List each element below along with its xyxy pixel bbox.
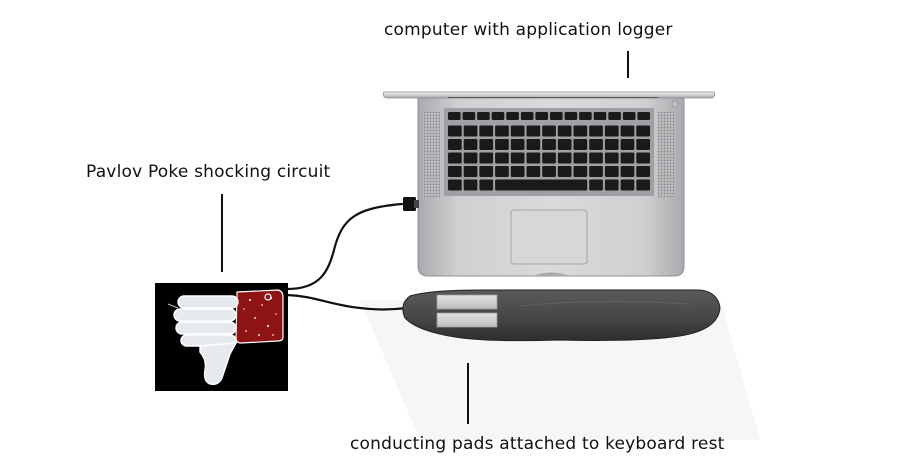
- keyboard-key: [557, 166, 572, 177]
- keyboard-key: [477, 112, 490, 120]
- wires: [285, 202, 409, 311]
- keyboard-key: [557, 125, 572, 137]
- keyboard-key: [620, 166, 635, 177]
- keyboard-key: [589, 166, 603, 177]
- keyboard-key: [526, 166, 541, 177]
- keyboard-key: [589, 125, 603, 137]
- laptop-icon: [382, 91, 716, 277]
- keyboard-key: [620, 125, 635, 137]
- keyboard-key: [463, 152, 478, 164]
- keyboard-key: [593, 112, 607, 120]
- keyboard-key: [510, 139, 525, 150]
- keyboard-key: [510, 152, 525, 164]
- keyboard-key: [495, 166, 509, 177]
- keyboard-key: [589, 179, 603, 191]
- keyboard-key: [448, 139, 462, 150]
- keyboard-key: [557, 139, 572, 150]
- keyboard-key: [589, 139, 603, 150]
- keyboard-key: [463, 125, 478, 137]
- keyboard-key: [573, 166, 588, 177]
- keyboard-key: [573, 139, 588, 150]
- keyboard-key: [604, 179, 619, 191]
- wrist-rest-icon: [402, 289, 721, 342]
- keyboard-key: [479, 139, 494, 150]
- keyboard-key: [495, 139, 509, 150]
- keyboard-key: [520, 112, 534, 120]
- keyboard-key: [463, 179, 478, 191]
- usb-plug-icon: [403, 197, 416, 211]
- keyboard-key: [526, 139, 541, 150]
- keyboard-key: [637, 112, 650, 120]
- keyboard-key: [620, 139, 635, 150]
- keyboard-key: [448, 125, 462, 137]
- keyboard-icon: [448, 112, 650, 191]
- keyboard-key: [579, 112, 592, 120]
- thumbs-down-icon: [155, 283, 288, 391]
- keyboard-key: [510, 125, 525, 137]
- usb-wire: [285, 202, 404, 291]
- trackpad-icon: [510, 209, 588, 265]
- keyboard-key: [510, 166, 525, 177]
- keyboard-key: [604, 166, 619, 177]
- keyboard-key: [535, 112, 548, 120]
- keyboard-key: [463, 166, 478, 177]
- keyboard-key: [573, 152, 588, 164]
- keyboard-key: [636, 152, 650, 164]
- keyboard-key: [589, 152, 603, 164]
- pads-label: conducting pads attached to keyboard res…: [350, 434, 725, 454]
- conducting-pad-bottom: [436, 312, 498, 328]
- keyboard-key: [506, 112, 519, 120]
- keyboard-key: [479, 125, 494, 137]
- keyboard-key: [636, 139, 650, 150]
- keyboard-key: [573, 125, 588, 137]
- keyboard-key: [564, 112, 578, 120]
- keyboard-key: [557, 152, 572, 164]
- keyboard-key: [448, 179, 462, 191]
- keyboard-key: [479, 179, 494, 191]
- keyboard-key: [604, 125, 619, 137]
- keyboard-key: [622, 112, 636, 120]
- power-button-icon: [671, 100, 679, 108]
- circuit-label: Pavlov Poke shocking circuit: [86, 162, 331, 182]
- keyboard-key: [448, 166, 462, 177]
- keyboard-key: [604, 152, 619, 164]
- right-speaker-icon: [658, 112, 675, 198]
- left-speaker-icon: [423, 112, 440, 198]
- keyboard-key: [463, 139, 478, 150]
- keyboard-key: [448, 152, 462, 164]
- keyboard-key: [526, 125, 541, 137]
- leader-lines: [221, 51, 629, 424]
- laptop-notch: [532, 272, 570, 276]
- keyboard-key: [620, 152, 635, 164]
- keyboard-key: [495, 125, 509, 137]
- keyboard-key: [542, 139, 556, 150]
- keyboard-key: [542, 125, 556, 137]
- keyboard-key: [526, 152, 541, 164]
- computer-label: computer with application logger: [384, 20, 673, 40]
- keyboard-key: [636, 166, 650, 177]
- conducting-pad-top: [436, 294, 498, 310]
- keyboard-key: [620, 179, 635, 191]
- keyboard-key: [542, 152, 556, 164]
- keyboard-key: [491, 112, 505, 120]
- spacebar-key: [505, 179, 583, 191]
- pad-wire: [285, 293, 409, 311]
- keyboard-key: [542, 166, 556, 177]
- keyboard-key: [550, 112, 563, 120]
- keyboard-key: [479, 166, 494, 177]
- keyboard-key: [608, 112, 621, 120]
- keyboard-key: [495, 152, 509, 164]
- keyboard-key: [636, 125, 650, 137]
- keyboard-key: [604, 139, 619, 150]
- keyboard-key: [479, 152, 494, 164]
- keyboard-key: [448, 112, 461, 120]
- keyboard-key: [636, 179, 650, 191]
- keyboard-key: [462, 112, 476, 120]
